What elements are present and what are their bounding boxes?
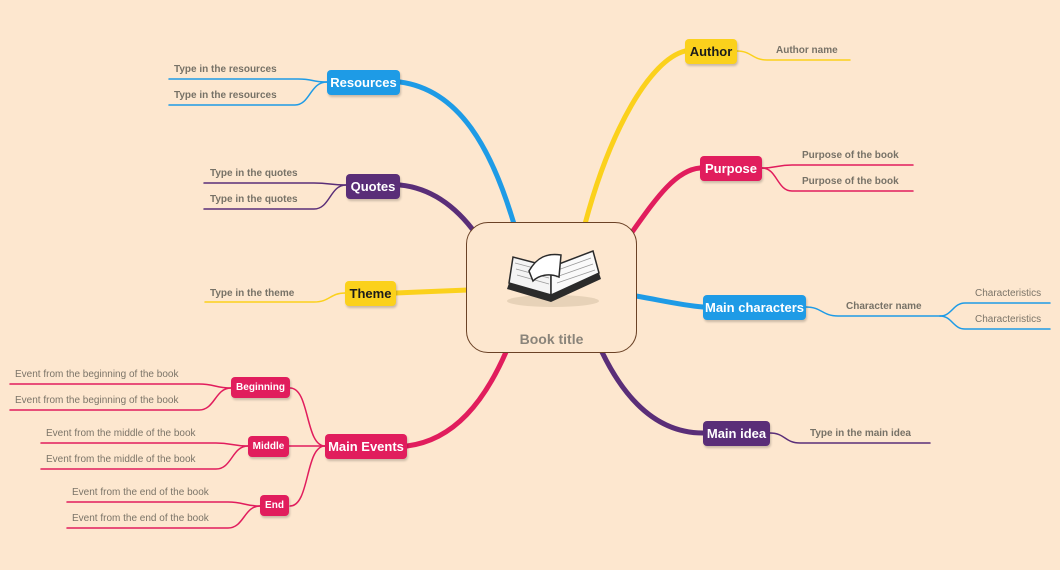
connector-theme (393, 287, 471, 296)
connector-quotes-leaf-1 (203, 182, 347, 186)
connector-middle-leaf-2 (40, 445, 249, 470)
connector-beginning-leaf-1 (9, 383, 232, 389)
leaf-resources-2[interactable]: Type in the resources (174, 90, 277, 101)
connector-purpose-leaf-1 (761, 164, 914, 169)
leaf-characteristics-2[interactable]: Characteristics (975, 314, 1042, 325)
leaf-purpose-1[interactable]: Purpose of the book (802, 150, 899, 161)
connector-characteristics-1 (939, 302, 1051, 317)
connector-beginning-leaf-2 (9, 387, 232, 411)
topic-author[interactable]: Author (685, 39, 737, 64)
subtopic-end[interactable]: End (260, 495, 289, 516)
leaf-middle-2[interactable]: Event from the middle of the book (46, 454, 196, 465)
connector-middle-leaf-1 (40, 442, 249, 447)
leaf-middle-1[interactable]: Event from the middle of the book (46, 428, 196, 439)
central-topic-title: Book title (519, 331, 584, 347)
topic-resources[interactable]: Resources (327, 70, 400, 95)
leaf-purpose-2[interactable]: Purpose of the book (802, 176, 899, 187)
leaf-character-name[interactable]: Character name (846, 301, 922, 312)
connector-purpose (627, 165, 703, 238)
connector-author (582, 48, 688, 227)
topic-main-characters[interactable]: Main characters (703, 295, 806, 320)
leaf-end-2[interactable]: Event from the end of the book (72, 513, 209, 524)
leaf-main-idea-1[interactable]: Type in the main idea (810, 428, 911, 439)
leaf-resources-1[interactable]: Type in the resources (174, 64, 277, 75)
connector-main-characters (633, 293, 706, 310)
central-topic[interactable]: Book title (466, 222, 637, 353)
connector-resources-leaf-2 (168, 81, 328, 106)
connector-end (289, 445, 326, 507)
topic-quotes[interactable]: Quotes (346, 174, 400, 199)
connector-main-idea-leaf (769, 432, 931, 444)
leaf-theme-1[interactable]: Type in the theme (210, 288, 295, 299)
leaf-characteristics-1[interactable]: Characteristics (975, 288, 1042, 299)
connector-quotes-leaf-2 (203, 184, 347, 210)
subtopic-middle[interactable]: Middle (248, 436, 289, 457)
connector-end-leaf-1 (66, 501, 261, 507)
connector-quotes (397, 182, 479, 237)
connector-resources (397, 79, 517, 227)
leaf-quotes-2[interactable]: Type in the quotes (210, 194, 298, 205)
topic-purpose[interactable]: Purpose (700, 156, 762, 181)
open-book-icon (507, 250, 601, 307)
connector-beginning (289, 387, 326, 447)
connector-character (805, 306, 941, 317)
leaf-beginning-1[interactable]: Event from the beginning of the book (15, 369, 179, 380)
leaf-quotes-1[interactable]: Type in the quotes (210, 168, 298, 179)
leaf-beginning-2[interactable]: Event from the beginning of the book (15, 395, 179, 406)
connector-main-idea (599, 349, 706, 436)
leaf-author-1[interactable]: Author name (776, 45, 838, 56)
connector-resources-leaf-1 (168, 78, 328, 83)
subtopic-beginning[interactable]: Beginning (231, 377, 290, 398)
topic-theme[interactable]: Theme (345, 281, 396, 306)
connector-main-events (404, 349, 509, 449)
topic-main-events[interactable]: Main Events (325, 434, 407, 459)
connector-purpose-leaf-2 (761, 167, 914, 192)
leaf-end-1[interactable]: Event from the end of the book (72, 487, 209, 498)
connector-theme-leaf (204, 292, 346, 303)
connector-characteristics-2 (939, 315, 1051, 330)
connector-author-leaf (736, 50, 851, 61)
topic-main-idea[interactable]: Main idea (703, 421, 770, 446)
connector-end-leaf-2 (66, 505, 261, 529)
